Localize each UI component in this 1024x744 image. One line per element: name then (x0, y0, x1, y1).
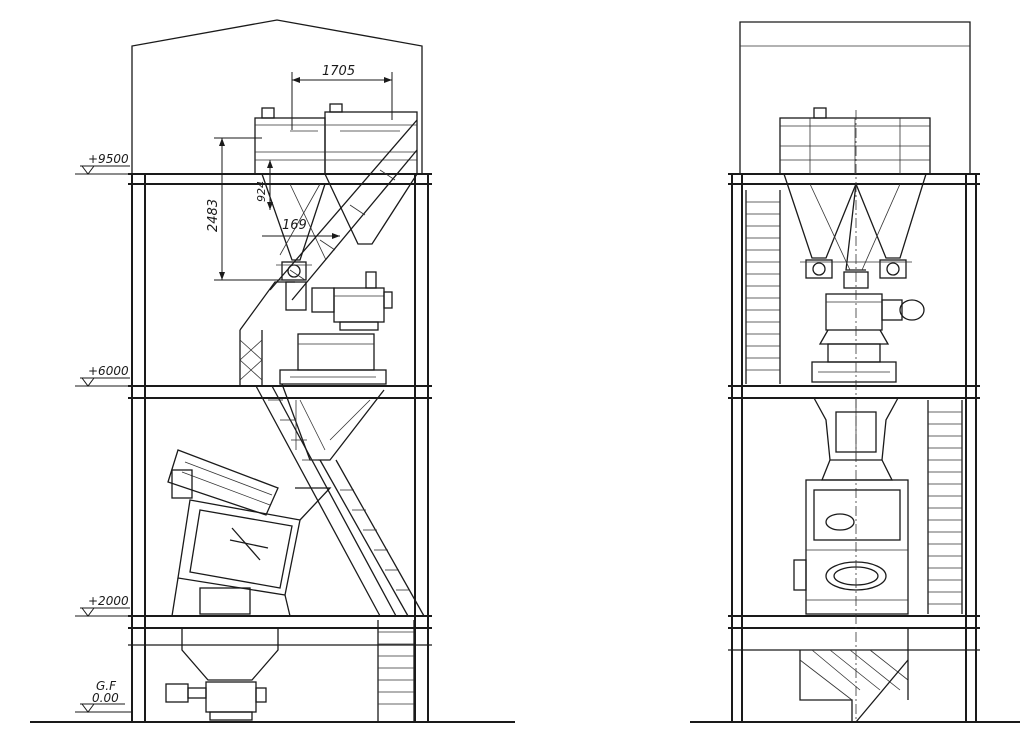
front-weigh-hopper (811, 293, 925, 383)
dimension-924: 924 (255, 160, 273, 210)
screw-conveyor-motor (311, 271, 393, 331)
elevation-marker-6000: +6000 (75, 364, 132, 387)
side-elevation-view: +9500 +6000 +2000 G.F 0.00 (30, 19, 515, 723)
dimension-2483: 2483 (206, 137, 282, 281)
elevation-label-2000: +2000 (88, 594, 129, 608)
elevation-marker-ground: G.F 0.00 (75, 679, 132, 713)
front-elevation-view (690, 21, 1020, 723)
front-top-bins (779, 107, 931, 271)
elevation-marker-2000: +2000 (75, 594, 132, 617)
dimension-169: 169 (262, 218, 340, 239)
dimension-1705: 1705 (291, 64, 393, 130)
roof-outline (131, 19, 423, 174)
left-ladder (745, 190, 781, 384)
building-frame (30, 173, 515, 723)
rotary-valve (276, 261, 312, 311)
elevation-label-9500: +9500 (88, 152, 129, 166)
elevation-label-6000: +6000 (88, 364, 129, 378)
access-stair (377, 620, 415, 722)
elevation-marker-9500: +9500 (75, 152, 132, 175)
right-ladder (927, 400, 963, 614)
tilted-mixer (167, 449, 332, 617)
dimension-label-1705: 1705 (322, 64, 355, 79)
ground-floor-label: G.F (96, 679, 117, 693)
front-bottom-chute (799, 628, 909, 723)
front-building-frame (690, 173, 1020, 723)
dimension-label-2483: 2483 (206, 199, 221, 232)
front-roof-outline (739, 21, 971, 174)
bottom-discharge-hopper (165, 628, 279, 721)
dimension-label-924: 924 (255, 181, 268, 202)
ground-floor-value: 0.00 (92, 691, 119, 705)
inclined-support-frame (239, 119, 418, 385)
dimension-label-169: 169 (282, 218, 307, 233)
front-mixer (793, 397, 909, 615)
